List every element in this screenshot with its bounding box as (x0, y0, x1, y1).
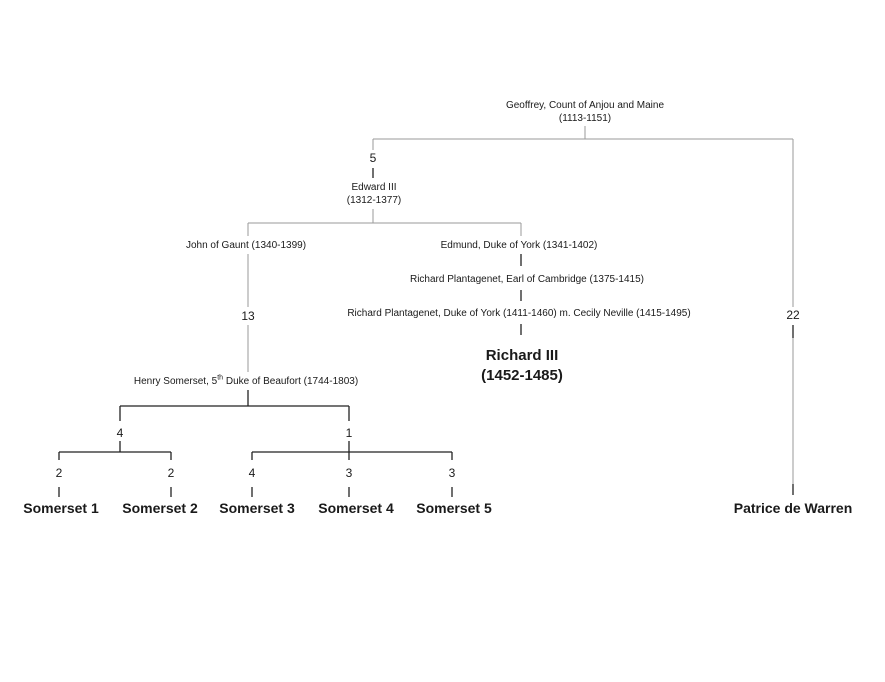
henry-name-sup: th (217, 374, 224, 382)
leaf-somerset-5: Somerset 5 (416, 500, 492, 516)
edward-iii-dates: (1312-1377) (346, 195, 402, 206)
generation-count-right: 1 (345, 426, 353, 440)
geoffrey-connector (372, 126, 794, 307)
generation-count-22: 22 (786, 308, 800, 322)
edward-iii-name: Edward III (351, 182, 397, 193)
generation-count-5: 5 (369, 151, 377, 165)
leaf-generation-count: 4 (248, 466, 256, 480)
generation-count-13: 13 (241, 309, 255, 323)
left-four-connector (58, 441, 172, 460)
edward-iii-node: Edward III (1312-1377) (347, 181, 401, 207)
leaf-somerset-3: Somerset 3 (219, 500, 295, 516)
richard-iii-node: Richard III (1452-1485) (481, 346, 563, 386)
right-one-connector (251, 441, 453, 460)
edmund-duke-of-york-node: Edmund, Duke of York (1341-1402) (440, 240, 598, 251)
richard-iii-name: Richard III (485, 347, 559, 364)
geoffrey-dates: (1113-1151) (558, 113, 612, 124)
richard-earl-of-cambridge-node: Richard Plantagenet, Earl of Cambridge (… (409, 274, 645, 285)
richard-iii-dates: (1452-1485) (481, 367, 563, 384)
patrice-de-warren-node: Patrice de Warren (733, 500, 853, 516)
leaf-generation-count: 3 (448, 466, 456, 480)
leaf-generation-count: 3 (345, 466, 353, 480)
geoffrey-node: Geoffrey, Count of Anjou and Maine (1113… (506, 99, 664, 125)
richard-duke-of-york-node: Richard Plantagenet, Duke of York (1411-… (347, 308, 691, 319)
john-of-gaunt-node: John of Gaunt (1340-1399) (185, 240, 307, 251)
henry-connector (119, 390, 350, 421)
leaf-lines (58, 487, 453, 497)
henry-somerset-node: Henry Somerset, 5th Duke of Beaufort (17… (134, 375, 358, 388)
leaf-somerset-2: Somerset 2 (122, 500, 198, 516)
leaf-generation-count: 2 (55, 466, 63, 480)
leaf-somerset-1: Somerset 1 (23, 500, 99, 516)
geoffrey-name: Geoffrey, Count of Anjou and Maine (505, 100, 665, 111)
generation-count-left: 4 (116, 426, 124, 440)
henry-name-post: Duke of Beaufort (1744-1803) (223, 376, 359, 387)
leaf-somerset-4: Somerset 4 (318, 500, 394, 516)
edward-connector (247, 209, 522, 307)
henry-name-pre: Henry Somerset, 5 (133, 376, 218, 387)
leaf-generation-count: 2 (167, 466, 175, 480)
